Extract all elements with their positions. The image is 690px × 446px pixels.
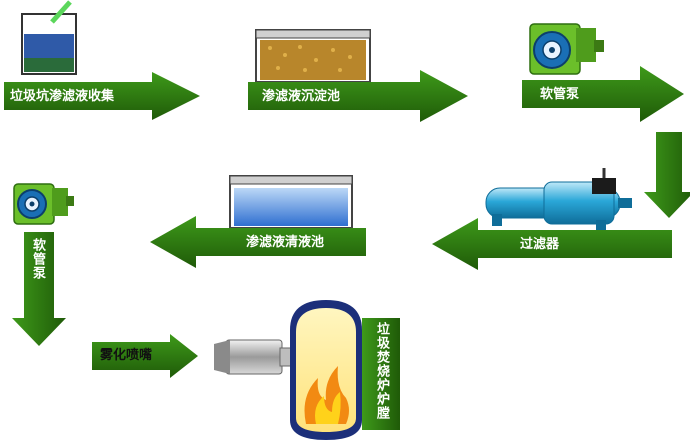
step-label-furnace: 垃圾焚烧炉炉膛 [374, 322, 389, 420]
flow-arrow-collect [4, 72, 200, 120]
step-label-collect: 垃圾坑渗滤液收集 [10, 89, 115, 104]
step-label-pump1: 软管泵 [540, 87, 580, 102]
atomizing-nozzle-icon [214, 339, 308, 375]
settling-tank-icon [255, 29, 371, 83]
flow-arrow-settling [248, 70, 468, 122]
flow-arrow-pump1 [522, 66, 684, 122]
flow-arrow-down-right [644, 132, 690, 218]
flow-arrow-down-left [12, 232, 66, 346]
flow-arrow-clear-tank [150, 216, 366, 268]
hose-pump-icon-2 [13, 183, 74, 225]
filter-icon [485, 168, 632, 230]
step-label-atomize: 雾化喷嘴 [100, 348, 153, 363]
step-label-pump2: 软管泵 [30, 238, 45, 280]
flow-arrow-filter [432, 218, 672, 270]
leachate-collection-tank-icon [21, 0, 77, 75]
flow-arrow-atomize [92, 334, 198, 378]
step-label-filter: 过滤器 [520, 237, 560, 252]
clear-liquid-tank-icon [229, 175, 353, 229]
step-label-settling-tank: 渗滤液沉淀池 [262, 89, 341, 104]
flame-icon [304, 366, 349, 424]
step-label-clear-tank: 渗滤液清液池 [246, 235, 325, 250]
hose-pump-icon [529, 23, 604, 75]
